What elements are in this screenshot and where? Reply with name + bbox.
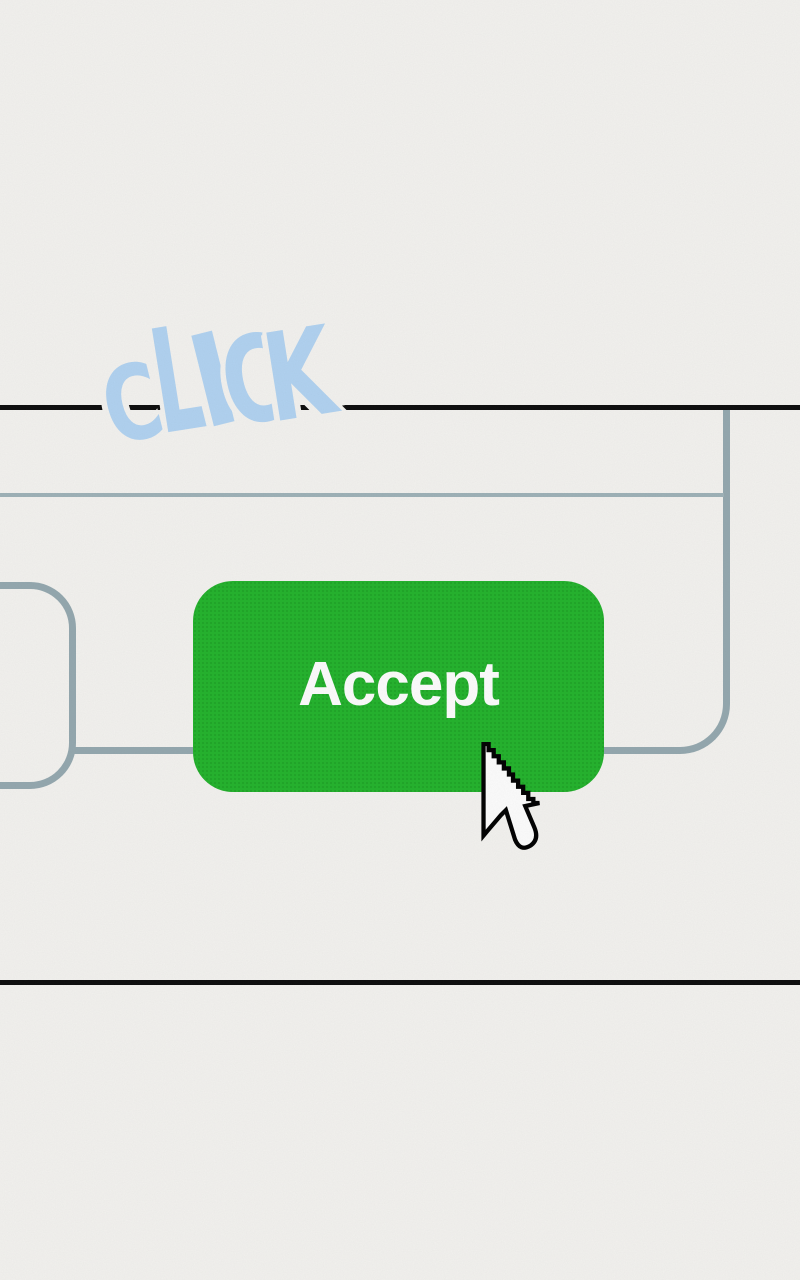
top-rule bbox=[0, 405, 800, 410]
secondary-button-partial[interactable] bbox=[0, 582, 76, 789]
dialog-separator bbox=[0, 493, 724, 497]
accept-button-label: Accept bbox=[298, 649, 500, 719]
accept-button[interactable]: Accept bbox=[193, 581, 604, 792]
bottom-rule bbox=[0, 980, 800, 985]
